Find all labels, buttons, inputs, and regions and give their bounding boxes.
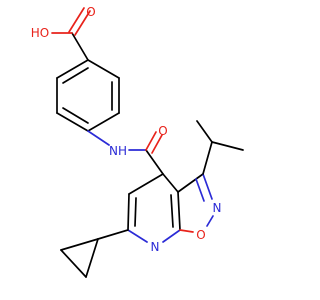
isoxazole-oxygen-label: O [196,228,205,242]
molecule-structure: HO O NH O N N O [31,5,244,278]
pyridine-ring [127,173,181,243]
hydroxyl-label: HO [31,26,49,40]
amide-linker [87,130,164,175]
carboxylic-acid-group [51,7,91,61]
isopropyl-group [196,120,244,175]
amide-nh-label: NH [109,144,127,158]
cyclopropyl-group [60,229,129,278]
carbonyl-oxygen-amide-label: O [158,124,167,138]
pyridine-nitrogen-label: N [151,240,160,254]
isoxazole-ring [177,173,214,233]
isoxazole-nitrogen-label: N [213,201,222,215]
carbonyl-oxygen-acid-label: O [86,5,95,19]
benzene-ring [56,59,120,132]
